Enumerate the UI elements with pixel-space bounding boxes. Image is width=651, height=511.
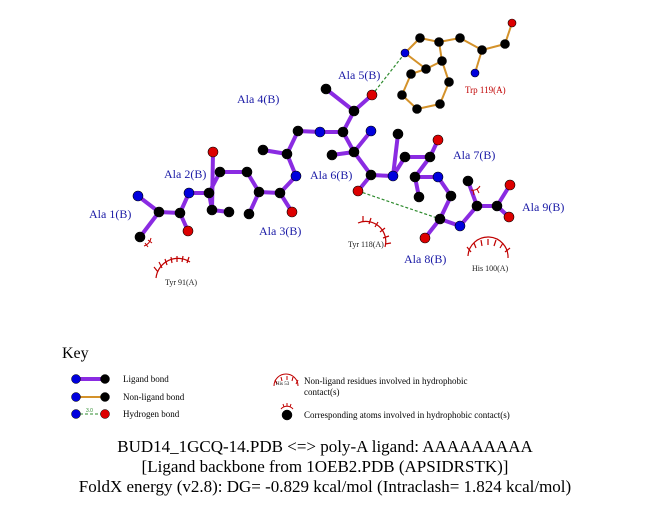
label-ala7: Ala 7(B) — [453, 148, 495, 162]
hbond-ala5-trp119 — [371, 52, 406, 96]
label-his100: His 100(A) — [472, 264, 509, 273]
key-legend: Key Ligand bond Non-ligand bond 3.0 Hydr… — [62, 345, 510, 421]
label-tyr91: Tyr 91(A) — [165, 278, 197, 287]
key-hbond-distance: 3.0 — [86, 408, 93, 414]
label-ala9: Ala 9(B) — [522, 200, 564, 214]
oxygen-atoms — [182, 18, 517, 244]
residue-labels: Ala 1(B) Ala 2(B) Ala 3(B) Ala 4(B) Ala … — [89, 68, 564, 266]
label-tyr118: Tyr 118(A) — [348, 240, 384, 249]
label-trp119: Trp 119(A) — [465, 85, 506, 95]
label-ala3: Ala 3(B) — [259, 224, 301, 238]
caption: BUD14_1GCQ-14.PDB <=> poly-A ligand: AAA… — [79, 437, 571, 496]
label-ala8: Ala 8(B) — [404, 252, 446, 266]
ala9-atom-contact — [470, 185, 481, 196]
ligand-bonds — [136, 87, 512, 240]
hydrophobic-contacts — [153, 216, 511, 279]
hbond-ala6-ala8 — [357, 190, 441, 220]
key-hydrogen-bond-label: Hydrogen bond — [123, 409, 180, 419]
key-corresponding-atoms-label: Corresponding atoms involved in hydropho… — [304, 410, 510, 420]
label-ala2: Ala 2(B) — [164, 167, 206, 181]
key-ligand-bond: Ligand bond — [71, 374, 169, 384]
caption-line-2: [Ligand backbone from 1OEB2.PDB (APSIDRS… — [142, 457, 509, 476]
key-example-residue: His 53 — [276, 382, 290, 387]
key-nonligand-hydrophobic-label-2: contact(s) — [304, 387, 339, 397]
label-ala5: Ala 5(B) — [338, 68, 380, 82]
key-ligand-bond-label: Ligand bond — [123, 374, 169, 384]
label-ala1: Ala 1(B) — [89, 207, 131, 221]
atom-contact-marks — [143, 185, 481, 248]
atoms — [132, 18, 517, 244]
key-nonligand-bond: Non-ligand bond — [71, 392, 185, 402]
key-nonligand-bond-label: Non-ligand bond — [123, 392, 185, 402]
key-hydrogen-bond: 3.0 Hydrogen bond — [71, 408, 180, 419]
ala1-atom-contact — [143, 237, 153, 248]
key-nonligand-hydrophobic-label-1: Non-ligand residues involved in hydropho… — [304, 376, 467, 386]
tyr118-contact-arc — [357, 216, 392, 248]
tyr91-contact-arc — [153, 255, 191, 279]
hydrogen-bonds — [357, 52, 441, 220]
carbon-atoms — [134, 33, 510, 243]
key-corresponding-atoms: Corresponding atoms involved in hydropho… — [280, 403, 510, 421]
label-ala6: Ala 6(B) — [310, 168, 352, 182]
label-ala4: Ala 4(B) — [237, 92, 279, 106]
caption-line-3: FoldX energy (v2.8): DG= -0.829 kcal/mol… — [79, 477, 571, 496]
caption-line-1: BUD14_1GCQ-14.PDB <=> poly-A ligand: AAA… — [117, 437, 533, 456]
key-title: Key — [62, 345, 89, 362]
nitrogen-atoms — [132, 48, 480, 232]
his100-contact-arc — [466, 236, 511, 259]
key-hydrophobic-residue: His 53 Non-ligand residues involved in h… — [273, 373, 467, 397]
